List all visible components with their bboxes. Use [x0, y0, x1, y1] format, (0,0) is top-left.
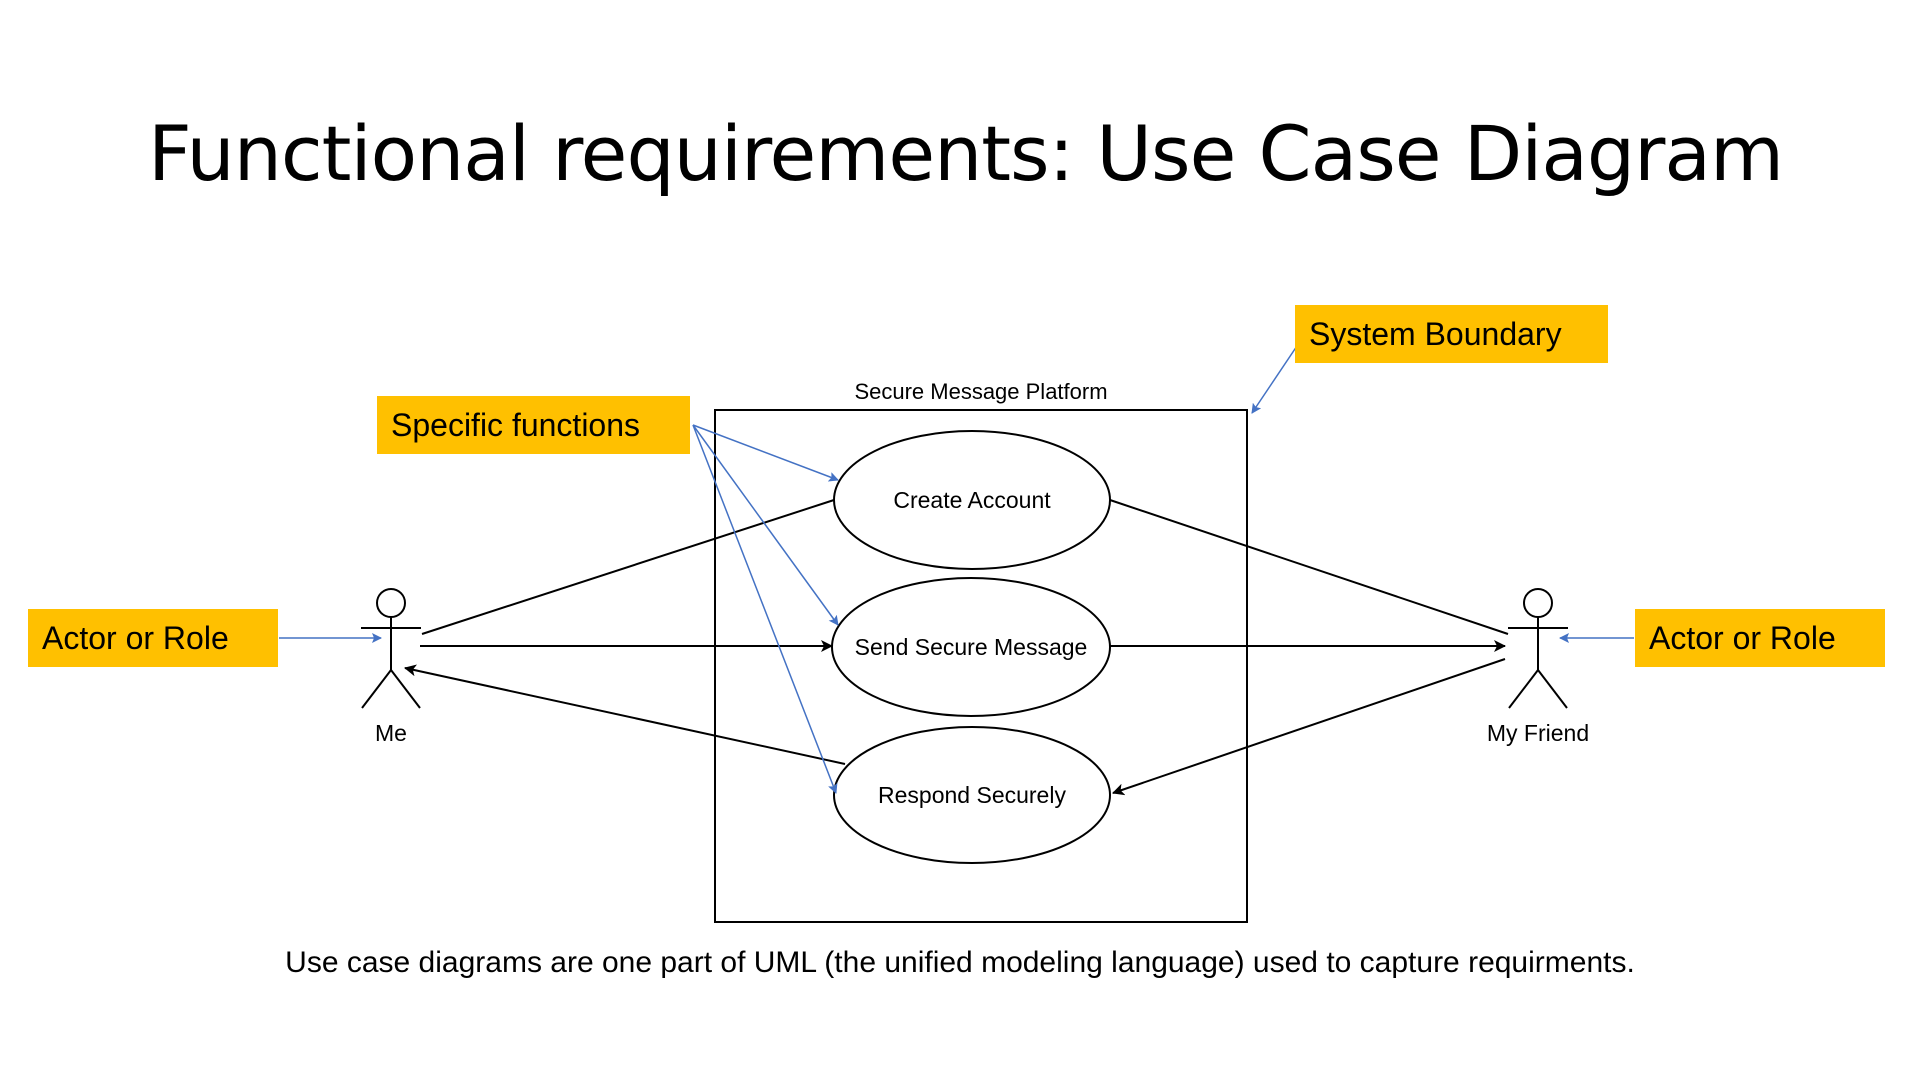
use-case-label: Create Account	[893, 487, 1051, 513]
callout-actor-right: Actor or Role	[1635, 609, 1885, 667]
actor-label-my-friend: My Friend	[1487, 720, 1589, 746]
association-respond-securely-me	[404, 664, 846, 765]
association-friend-respond-securely	[1112, 658, 1506, 796]
use-case-label: Respond Securely	[878, 782, 1066, 808]
actor-me: Me	[361, 588, 421, 746]
system-boundary-label: Secure Message Platform	[854, 379, 1107, 404]
actor-left-leg	[361, 669, 392, 709]
annotation-arrow-functions-create-account	[692, 424, 839, 482]
callout-label: Actor or Role	[1649, 619, 1836, 656]
actor-head	[376, 588, 406, 618]
system-boundary: Secure Message Platform	[714, 379, 1248, 923]
actor-right-leg	[390, 669, 421, 709]
actor-my-friend: My Friend	[1487, 588, 1589, 746]
callout-system-boundary: System Boundary	[1295, 305, 1608, 363]
annotation-arrow-functions-respond-securely	[692, 424, 838, 794]
actor-right-leg	[1537, 669, 1568, 709]
use-case-send-secure-message: Send Secure Message	[831, 577, 1111, 717]
callout-label: Actor or Role	[42, 619, 229, 656]
callout-label: Specific functions	[391, 406, 641, 443]
use-case-respond-securely: Respond Securely	[833, 726, 1111, 864]
actor-left-leg	[1508, 669, 1539, 709]
association-create-account-friend	[1109, 499, 1509, 635]
association-me-create-account	[421, 499, 835, 635]
callout-actor-left: Actor or Role	[28, 609, 278, 667]
actor-label-me: Me	[375, 720, 407, 746]
callout-label: System Boundary	[1309, 315, 1562, 352]
slide-caption: Use case diagrams are one part of UML (t…	[285, 946, 1635, 979]
callout-specific-functions: Specific functions	[377, 396, 690, 454]
use-case-label: Send Secure Message	[855, 634, 1088, 660]
use-case-create-account: Create Account	[833, 430, 1111, 570]
slide-title: Functional requirements: Use Case Diagra…	[148, 109, 1784, 198]
actor-head	[1523, 588, 1553, 618]
annotation-arrow-functions-send-secure-message	[692, 424, 839, 626]
